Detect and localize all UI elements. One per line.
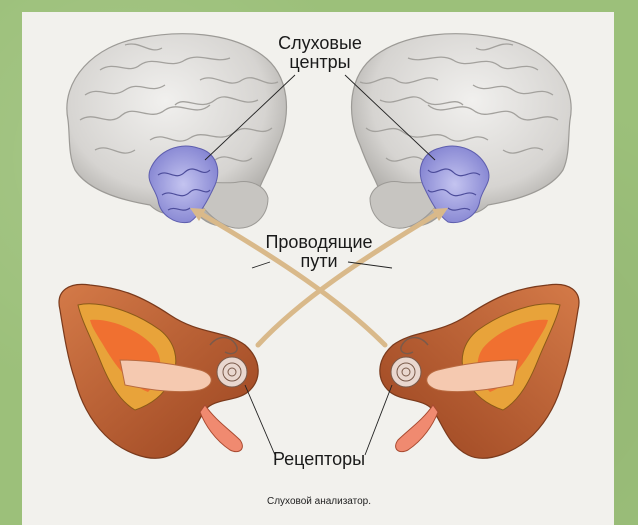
cochlea-right (391, 357, 421, 387)
right-ear (380, 284, 579, 458)
label-auditory-centers-line2: центры (267, 53, 373, 72)
label-receptors-text: Рецепторы (262, 450, 376, 469)
label-receptors: Рецепторы (262, 450, 376, 469)
label-auditory-centers: Слуховые центры (267, 34, 373, 72)
label-pathways: Проводящие пути (259, 233, 379, 271)
figure-caption: Слуховой анализатор. (0, 496, 638, 507)
left-brain (67, 34, 287, 228)
leader-receptors-right (365, 385, 392, 455)
label-pathways-line2: пути (259, 252, 379, 271)
leader-receptors-left (245, 385, 275, 455)
cochlea-left (217, 357, 247, 387)
right-brain (352, 34, 572, 228)
label-auditory-centers-line1: Слуховые (267, 34, 373, 53)
label-pathways-line1: Проводящие (259, 233, 379, 252)
left-ear (59, 284, 258, 458)
